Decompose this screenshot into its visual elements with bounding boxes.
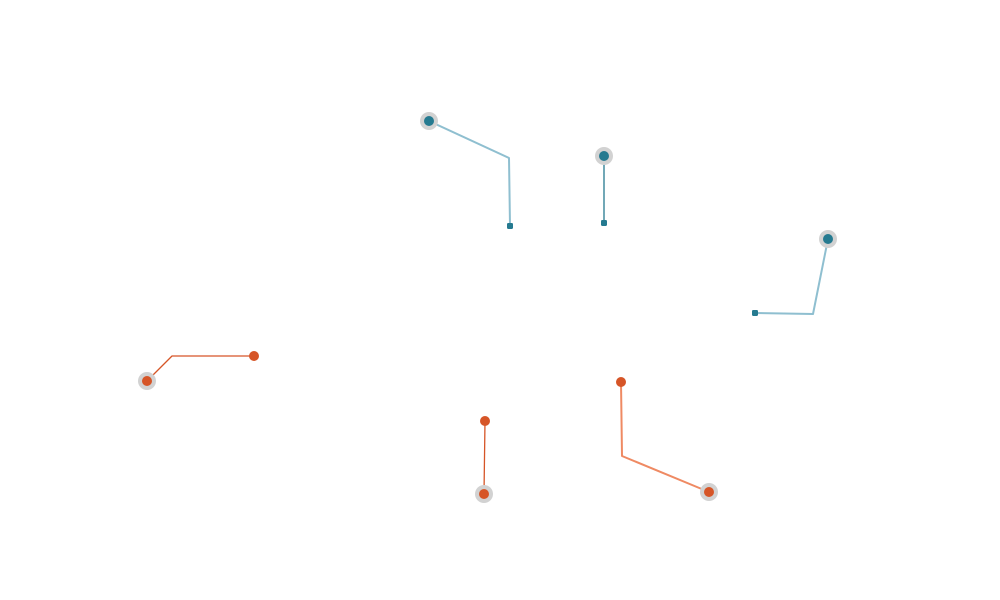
callout-2: [595, 147, 613, 226]
anchor-dot: [823, 234, 833, 244]
leader-line: [483, 420, 486, 495]
leader-line: [754, 238, 829, 315]
callout-4: [138, 351, 259, 390]
end-marker: [249, 351, 259, 361]
anchor-dot: [704, 487, 714, 497]
anchor-dot: [599, 151, 609, 161]
end-marker: [507, 223, 513, 229]
leader-line: [620, 381, 710, 493]
leader-line: [428, 120, 511, 227]
callout-1: [420, 112, 513, 229]
end-marker: [480, 416, 490, 426]
anchor-dot: [142, 376, 152, 386]
callout-5: [475, 416, 493, 503]
anchor-dot: [424, 116, 434, 126]
end-marker: [601, 220, 607, 226]
callout-3: [752, 230, 837, 316]
leader-line: [146, 355, 255, 382]
anchor-dot: [479, 489, 489, 499]
callout-6: [616, 377, 718, 501]
end-marker: [616, 377, 626, 387]
end-marker: [752, 310, 758, 316]
